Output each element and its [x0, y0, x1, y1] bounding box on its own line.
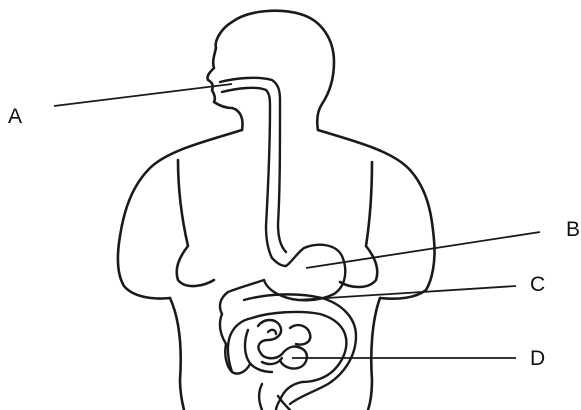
- mouth-cavity: [220, 78, 280, 100]
- leader-line-b: [306, 232, 540, 268]
- mouth-cavity-lower: [222, 88, 270, 108]
- label-d: D: [530, 348, 545, 369]
- esophagus-left-wall: [266, 108, 272, 258]
- head-outline: [232, 11, 334, 130]
- label-b: B: [566, 219, 580, 240]
- leader-line-a: [54, 84, 232, 106]
- label-a: A: [8, 106, 22, 127]
- left-shoulder-outline: [118, 130, 242, 299]
- stomach: [264, 245, 345, 301]
- rectum: [259, 384, 290, 410]
- right-hip-outline: [368, 298, 380, 410]
- left-hip-outline: [170, 298, 184, 410]
- face-profile: [207, 22, 242, 130]
- left-arm-inner: [177, 160, 214, 286]
- label-c: C: [530, 274, 545, 295]
- esophagus-right-wall: [278, 100, 286, 252]
- large-intestine: [220, 312, 346, 410]
